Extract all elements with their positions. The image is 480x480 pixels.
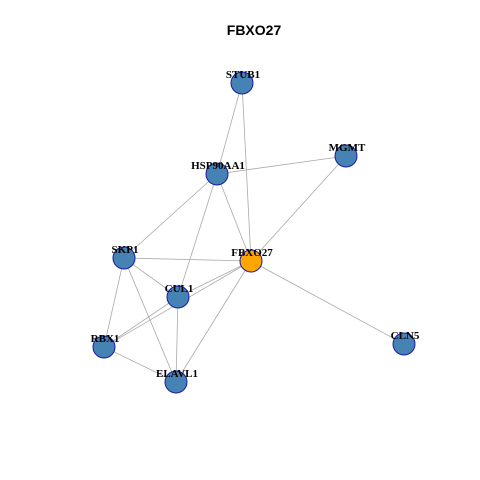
node-label-hsp90aa1: HSP90AA1 — [191, 160, 245, 172]
node-circle-hsp90aa1[interactable] — [205, 162, 229, 186]
node-circle-cln5[interactable] — [392, 332, 416, 356]
node-circle-stub1[interactable] — [230, 71, 254, 95]
node-fbxo27[interactable]: FBXO27 — [231, 247, 273, 273]
node-cln5[interactable]: CLN5 — [391, 330, 420, 356]
edge-fbxo27-cln5 — [250, 260, 405, 345]
node-label-skp1: SKP1 — [112, 244, 139, 256]
edge-layer — [103, 82, 405, 383]
node-label-fbxo27: FBXO27 — [231, 247, 273, 259]
node-circle-fbxo27[interactable] — [239, 249, 263, 273]
node-mgmt[interactable]: MGMT — [329, 142, 366, 168]
node-label-elavl1: ELAVL1 — [156, 368, 198, 380]
node-label-cln5: CLN5 — [391, 330, 420, 342]
node-elavl1[interactable]: ELAVL1 — [156, 368, 198, 394]
edge-stub1-fbxo27 — [241, 82, 252, 262]
node-rbx1[interactable]: RBX1 — [91, 333, 120, 359]
node-label-cul1: CUL1 — [165, 283, 194, 295]
node-hsp90aa1[interactable]: HSP90AA1 — [191, 160, 245, 186]
node-label-rbx1: RBX1 — [91, 333, 120, 345]
edge-mgmt-fbxo27 — [250, 155, 347, 262]
edge-fbxo27-cul1 — [177, 260, 252, 298]
edge-hsp90aa1-mgmt — [216, 155, 347, 175]
edge-cul1-elavl1 — [175, 296, 179, 383]
node-skp1[interactable]: SKP1 — [112, 244, 139, 270]
node-circle-skp1[interactable] — [112, 246, 136, 270]
edge-stub1-hsp90aa1 — [216, 82, 243, 175]
node-label-stub1: STUB1 — [226, 69, 260, 81]
edge-rbx1-elavl1 — [103, 346, 177, 383]
edge-fbxo27-elavl1 — [175, 260, 252, 383]
edge-hsp90aa1-fbxo27 — [216, 173, 252, 262]
edge-skp1-fbxo27 — [123, 257, 252, 262]
edge-hsp90aa1-skp1 — [123, 173, 218, 259]
node-circle-cul1[interactable] — [166, 285, 190, 309]
node-stub1[interactable]: STUB1 — [226, 69, 260, 95]
node-circle-mgmt[interactable] — [334, 144, 358, 168]
edge-skp1-rbx1 — [103, 257, 125, 348]
edge-hsp90aa1-cul1 — [177, 173, 218, 298]
edge-cul1-rbx1 — [103, 296, 179, 348]
node-circle-elavl1[interactable] — [164, 370, 188, 394]
node-label-mgmt: MGMT — [329, 142, 366, 154]
diagram-title: FBXO27 — [227, 22, 282, 38]
node-circle-rbx1[interactable] — [92, 335, 116, 359]
node-cul1[interactable]: CUL1 — [165, 283, 194, 309]
